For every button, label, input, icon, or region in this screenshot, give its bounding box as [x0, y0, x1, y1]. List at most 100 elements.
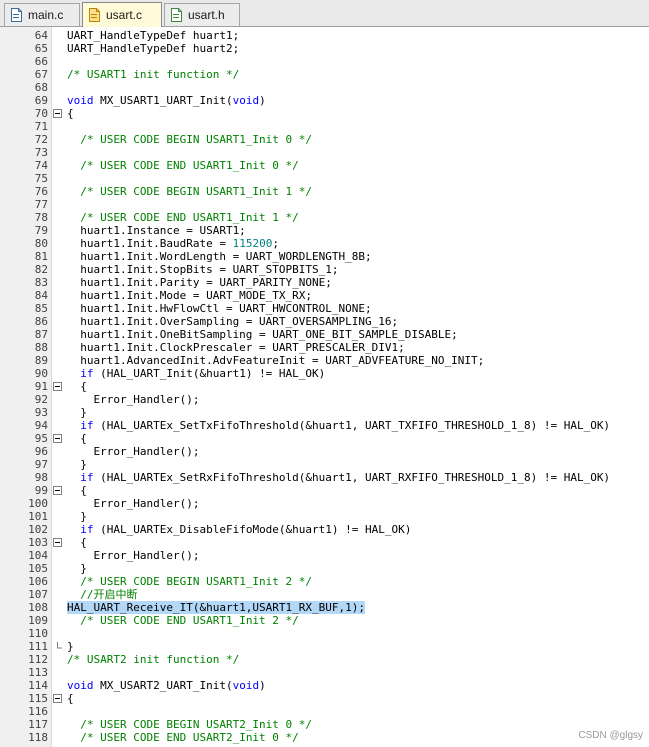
code-line[interactable]: 117 /* USER CODE BEGIN USART2_Init 0 */: [0, 718, 649, 731]
code-text: /* USER CODE END USART1_Init 1 */: [80, 211, 299, 224]
line-number: 81: [34, 250, 48, 263]
code-line[interactable]: 111}: [0, 640, 649, 653]
code-line[interactable]: 78 /* USER CODE END USART1_Init 1 */: [0, 211, 649, 224]
line-number: 75: [34, 172, 48, 185]
code-text: /* USART2 init function */: [67, 653, 240, 666]
code-text: {: [67, 380, 87, 393]
file-icon: [11, 8, 22, 22]
code-text: /* USER CODE BEGIN USART1_Init 2 */: [80, 575, 313, 588]
code-text: }: [67, 562, 87, 575]
fold-collapse-icon[interactable]: [53, 434, 62, 443]
line-number: 83: [34, 276, 48, 289]
line-number: 85: [34, 302, 48, 315]
code-text: huart1.Init.HwFlowCtl = UART_HWCONTROL_N…: [67, 302, 372, 315]
code-line[interactable]: 68: [0, 81, 649, 94]
code-line[interactable]: 96 Error_Handler();: [0, 445, 649, 458]
code-line[interactable]: 118 /* USER CODE END USART2_Init 0 */: [0, 731, 649, 744]
code-line[interactable]: 73: [0, 146, 649, 159]
selected-code-text: HAL_UART_Receive_IT(&huart1,USART1_RX_BU…: [67, 601, 366, 614]
code-line[interactable]: 90 if (HAL_UART_Init(&huart1) != HAL_OK): [0, 367, 649, 380]
code-line[interactable]: 74 /* USER CODE END USART1_Init 0 */: [0, 159, 649, 172]
code-text: if (HAL_UART_Init(&huart1) != HAL_OK): [80, 367, 326, 380]
code-line[interactable]: 116: [0, 705, 649, 718]
code-text: /* USER CODE BEGIN USART2_Init 0 */: [80, 718, 313, 731]
line-number: 77: [34, 198, 48, 211]
code-line[interactable]: 86 huart1.Init.OverSampling = UART_OVERS…: [0, 315, 649, 328]
code-line[interactable]: 102 if (HAL_UARTEx_DisableFifoMode(&huar…: [0, 523, 649, 536]
line-number: 69: [34, 94, 48, 107]
line-number: 64: [34, 29, 48, 42]
code-line[interactable]: 93 }: [0, 406, 649, 419]
line-number: 104: [28, 549, 48, 562]
code-line[interactable]: 87 huart1.Init.OneBitSampling = UART_ONE…: [0, 328, 649, 341]
code-line[interactable]: 81 huart1.Init.WordLength = UART_WORDLEN…: [0, 250, 649, 263]
code-text: /* USER CODE END USART1_Init 2 */: [80, 614, 299, 627]
line-number: 74: [34, 159, 48, 172]
code-line[interactable]: 83 huart1.Init.Parity = UART_PARITY_NONE…: [0, 276, 649, 289]
code-line[interactable]: 92 Error_Handler();: [0, 393, 649, 406]
code-line[interactable]: 76 /* USER CODE BEGIN USART1_Init 1 */: [0, 185, 649, 198]
line-number: 101: [28, 510, 48, 523]
code-text: UART_HandleTypeDef huart1;: [67, 29, 240, 42]
code-line[interactable]: 98 if (HAL_UARTEx_SetRxFifoThreshold(&hu…: [0, 471, 649, 484]
line-number: 88: [34, 341, 48, 354]
code-line[interactable]: 112/* USART2 init function */: [0, 653, 649, 666]
code-line[interactable]: 99 {: [0, 484, 649, 497]
code-text: huart1.Instance = USART1;: [67, 224, 246, 237]
code-line[interactable]: 107 //开启中断: [0, 588, 649, 601]
code-line[interactable]: 100 Error_Handler();: [0, 497, 649, 510]
code-line[interactable]: 94 if (HAL_UARTEx_SetTxFifoThreshold(&hu…: [0, 419, 649, 432]
code-line[interactable]: 95 {: [0, 432, 649, 445]
code-line[interactable]: 109 /* USER CODE END USART1_Init 2 */: [0, 614, 649, 627]
code-text: /* USER CODE BEGIN USART1_Init 0 */: [80, 133, 313, 146]
code-line[interactable]: 91 {: [0, 380, 649, 393]
code-line[interactable]: 115{: [0, 692, 649, 705]
code-line[interactable]: 79 huart1.Instance = USART1;: [0, 224, 649, 237]
code-line[interactable]: 106 /* USER CODE BEGIN USART1_Init 2 */: [0, 575, 649, 588]
code-line[interactable]: 85 huart1.Init.HwFlowCtl = UART_HWCONTRO…: [0, 302, 649, 315]
code-line[interactable]: 113: [0, 666, 649, 679]
code-line[interactable]: 88 huart1.Init.ClockPrescaler = UART_PRE…: [0, 341, 649, 354]
code-line[interactable]: 80 huart1.Init.BaudRate = 115200;: [0, 237, 649, 250]
tab-usart-c[interactable]: usart.c: [82, 2, 162, 27]
fold-collapse-icon[interactable]: [53, 538, 62, 547]
code-text: /* USER CODE BEGIN USART1_Init 1 */: [80, 185, 313, 198]
code-text: huart1.Init.ClockPrescaler = UART_PRESCA…: [67, 341, 405, 354]
code-line[interactable]: 82 huart1.Init.StopBits = UART_STOPBITS_…: [0, 263, 649, 276]
code-line[interactable]: 89 huart1.AdvancedInit.AdvFeatureInit = …: [0, 354, 649, 367]
code-line[interactable]: 105 }: [0, 562, 649, 575]
code-line[interactable]: 75: [0, 172, 649, 185]
line-number: 116: [28, 705, 48, 718]
code-line[interactable]: 67/* USART1 init function */: [0, 68, 649, 81]
code-line[interactable]: 97 }: [0, 458, 649, 471]
code-line[interactable]: 70{: [0, 107, 649, 120]
code-line[interactable]: 101 }: [0, 510, 649, 523]
code-line[interactable]: 64 UART_HandleTypeDef huart1;: [0, 29, 649, 42]
code-line[interactable]: 77: [0, 198, 649, 211]
fold-collapse-icon[interactable]: [53, 694, 62, 703]
tab-main-c[interactable]: main.c: [4, 3, 80, 26]
code-line[interactable]: 66: [0, 55, 649, 68]
line-number: 100: [28, 497, 48, 510]
code-line[interactable]: 84 huart1.Init.Mode = UART_MODE_TX_RX;: [0, 289, 649, 302]
line-number: 99: [34, 484, 48, 497]
code-line[interactable]: 72 /* USER CODE BEGIN USART1_Init 0 */: [0, 133, 649, 146]
code-text: huart1.Init.Parity = UART_PARITY_NONE;: [67, 276, 332, 289]
fold-collapse-icon[interactable]: [53, 382, 62, 391]
fold-collapse-icon[interactable]: [53, 109, 62, 118]
line-number: 89: [34, 354, 48, 367]
fold-end-icon: [53, 642, 62, 651]
code-line[interactable]: 104 Error_Handler();: [0, 549, 649, 562]
code-text: {: [67, 692, 74, 705]
code-line[interactable]: 110: [0, 627, 649, 640]
line-number: 84: [34, 289, 48, 302]
tab-usart-h[interactable]: usart.h: [164, 3, 240, 26]
code-line[interactable]: 103 {: [0, 536, 649, 549]
fold-collapse-icon[interactable]: [53, 486, 62, 495]
code-line[interactable]: 71: [0, 120, 649, 133]
